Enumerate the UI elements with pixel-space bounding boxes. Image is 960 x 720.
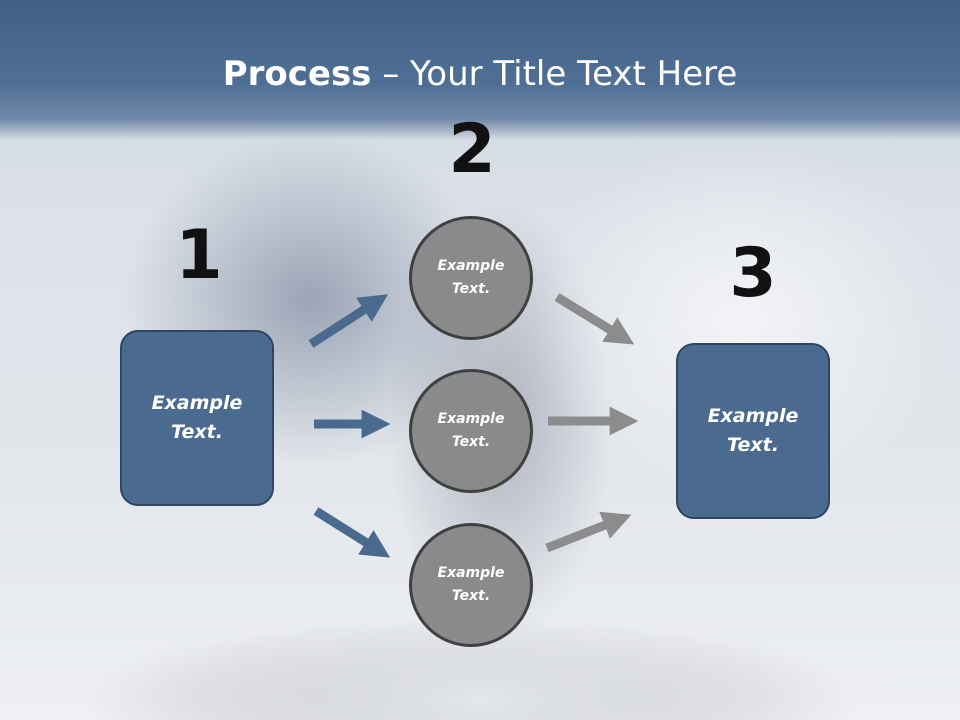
step-1-box[interactable]: Example Text. (120, 330, 274, 506)
circle-middle-text: Example Text. (437, 411, 505, 450)
arrow-bottom-to-3 (545, 511, 632, 553)
step-1-text: Example Text. (151, 392, 243, 443)
arrow-top-to-3 (554, 293, 635, 345)
title-strong: Process (222, 54, 372, 94)
step-2-circle-top[interactable]: Example Text. (409, 216, 533, 340)
arrow-1-to-bottom (313, 507, 391, 558)
title-rest: – Your Title Text Here (371, 54, 738, 94)
step-3-text: Example Text. (707, 405, 799, 456)
step-2-circle-middle[interactable]: Example Text. (409, 369, 533, 493)
step-2-circle-bottom[interactable]: Example Text. (409, 523, 533, 647)
step-3-box[interactable]: Example Text. (676, 343, 830, 519)
header-band (0, 0, 960, 140)
slide-title: Process – Your Title Text Here (0, 52, 960, 96)
step-number-2: 2 (448, 110, 496, 189)
arrow-1-to-top (308, 294, 389, 348)
circle-bottom-text: Example Text. (437, 565, 505, 604)
circle-top-text: Example Text. (437, 258, 505, 297)
step-number-3: 3 (729, 234, 777, 313)
step-number-1: 1 (175, 216, 223, 295)
